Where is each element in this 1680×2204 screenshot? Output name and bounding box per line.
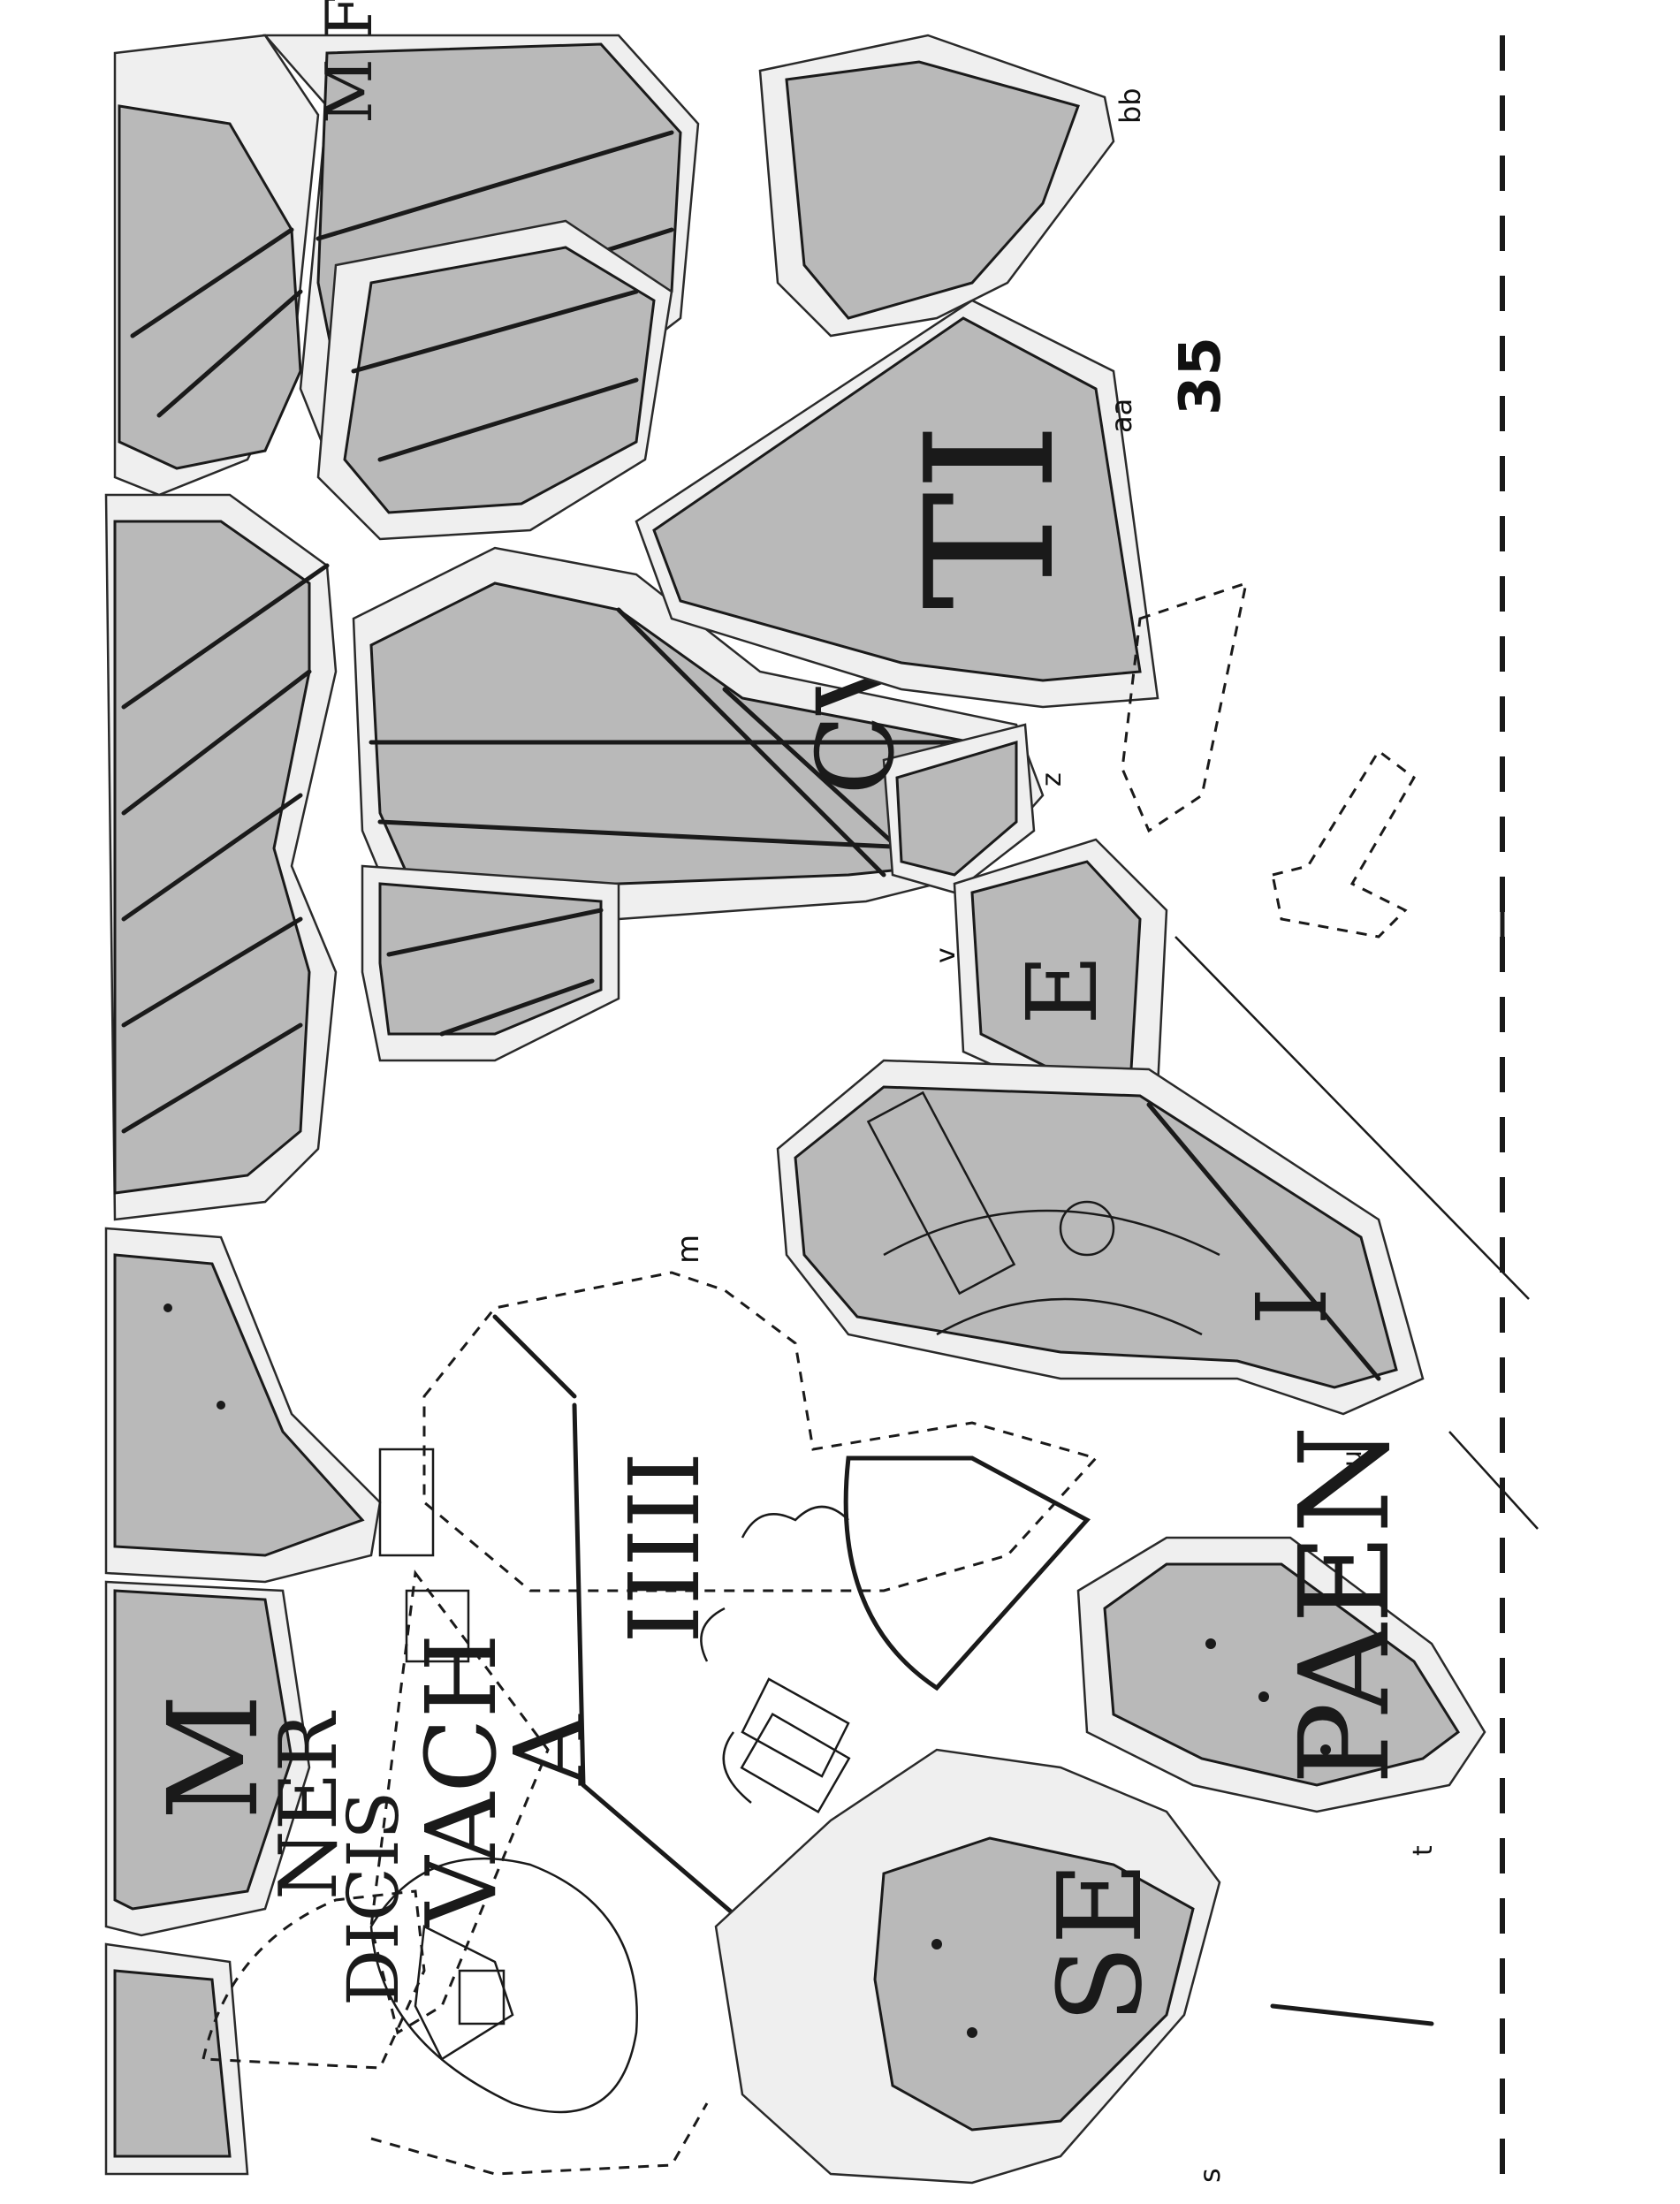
- engraved-ner: NER: [262, 1711, 355, 1900]
- engraved-numeral: IIIII: [608, 1452, 721, 1644]
- fragment-t: PAEN t: [1076, 1425, 1486, 1856]
- fragment-u: I u: [776, 1059, 1425, 1467]
- lower-left-plan: VACH A NER DICIS: [201, 1569, 709, 2176]
- label-aa: aa: [1105, 399, 1138, 433]
- engraved-fragment-aa: TI: [888, 422, 1094, 610]
- central-plan-drawings: m IIIII: [378, 1235, 1098, 1947]
- fragment-top-left-cluster: M F: [113, 0, 700, 541]
- fragment-bb: bb: [758, 34, 1147, 338]
- engraved-fragment-t: PAEN: [1273, 1425, 1418, 1785]
- dashed-outline-upper: [1121, 581, 1249, 833]
- label-v: v: [931, 947, 962, 963]
- label-z: z: [1037, 772, 1068, 787]
- label-u: u: [1337, 1450, 1368, 1467]
- engraved-top-fragment: M F: [312, 0, 386, 124]
- engraved-dicis: DICIS: [332, 1791, 414, 2006]
- fragment-central-upper: CVL z: [352, 546, 1068, 1062]
- label-s: s: [1193, 2168, 1227, 2183]
- label-t: t: [1408, 1845, 1439, 1856]
- engraved-far-left: M: [142, 1694, 286, 1820]
- reference-line-short: [1448, 1431, 1539, 1530]
- reference-line-diagonal: [1174, 936, 1530, 1300]
- fragment-aa: TI aa: [635, 299, 1159, 709]
- dashed-outline-cross: [1271, 749, 1416, 939]
- fragment-v: E v: [931, 838, 1168, 1098]
- fragment-left-column: M: [104, 493, 382, 2176]
- engraved-vacha: VACH: [405, 1633, 518, 1928]
- label-m: m: [671, 1235, 706, 1264]
- label-bb: bb: [1114, 87, 1147, 124]
- engraved-fragment-u: I: [1235, 1288, 1349, 1326]
- engraved-fragment-v: E: [1006, 954, 1119, 1025]
- plate-number: 35: [1168, 337, 1234, 415]
- fragment-s: SE s: [714, 1748, 1227, 2185]
- engraved-fragment-s: SE: [1033, 1861, 1167, 2024]
- engraved-vacha-a: A: [493, 1714, 606, 1786]
- scale-line: [1270, 2003, 1434, 2026]
